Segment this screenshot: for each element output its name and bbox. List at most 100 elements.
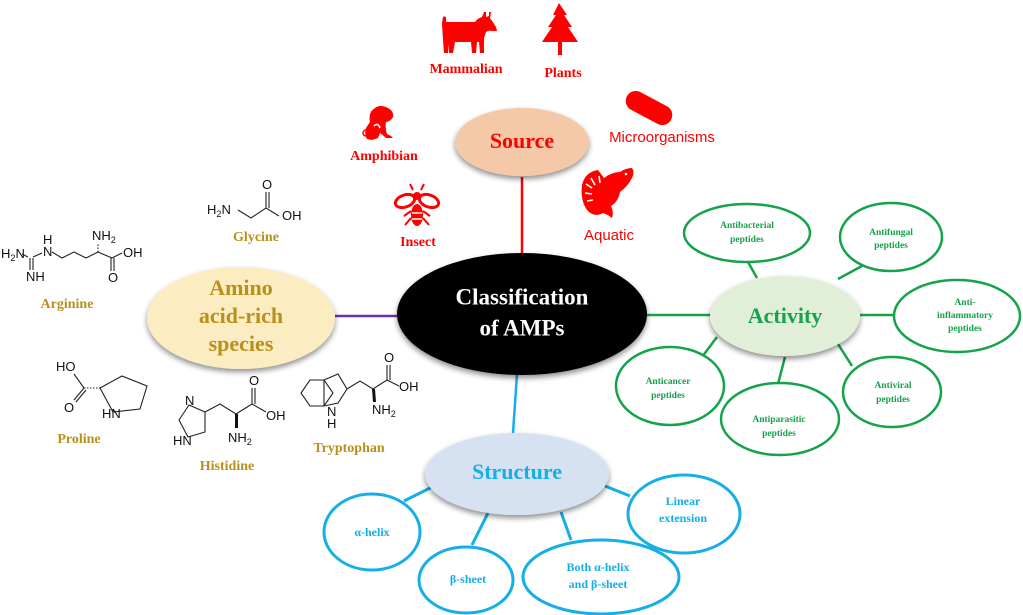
source-item-label: Microorganisms [609,129,715,146]
histidine-structure: N HN O OH NH2 [173,373,286,448]
activity-item-label: peptides [762,429,796,439]
activity-item-anticancer[interactable]: Anticancer peptides [614,345,726,427]
svg-text:H: H [43,232,52,247]
amino-items: H2N O OH Glycine H2N NH H N [1,177,419,474]
amino-item-label: Glycine [233,230,279,245]
link-antiparasitic [776,356,787,385]
svg-text:NH2: NH2 [92,228,116,245]
svg-text:O: O [64,400,74,415]
activity-item-antiviral[interactable]: Antiviral peptides [841,355,943,429]
activity-item-label: Anticancer [646,377,692,387]
source-item-aquatic: Aquatic [581,168,635,244]
bacterium-icon [625,90,673,126]
structure-item-alpha-helix[interactable]: α-helix [322,492,422,572]
svg-text:OH: OH [123,245,143,260]
amino-label-line2: acid-rich [199,303,283,328]
link-linear [604,484,631,498]
svg-text:OH: OH [282,208,302,223]
svg-text:H2N: H2N [207,202,231,219]
svg-text:HN: HN [173,433,192,448]
svg-text:NH2: NH2 [228,430,252,447]
activity-item-antibacterial[interactable]: Antibacterial peptides [682,202,812,264]
activity-item-antiparasitic[interactable]: Antiparasitic peptides [719,381,841,457]
center-title-line1: Classification [456,284,589,309]
link-both [559,511,573,541]
bee-icon [393,183,441,226]
svg-text:O: O [249,373,259,388]
source-node[interactable]: Source [455,108,589,176]
activity-item-label: peptides [730,235,764,245]
svg-text:HN: HN [102,406,121,421]
fish-icon [581,168,634,218]
source-item-plants: Plants [542,3,582,81]
link-antifungal [837,264,863,281]
activity-item-label: peptides [948,324,982,334]
amino-label-line1: Amino [209,275,273,300]
connectors [335,177,893,546]
structure-label: Structure [472,459,562,484]
link-anticancer [701,336,718,358]
amino-item-histidine: N HN O OH NH2 Histidine [173,373,286,474]
activity-items: Antibacterial peptides Antifungal peptid… [614,201,1022,457]
structure-item-linear[interactable]: Linear extension [626,473,742,555]
tree-icon [542,3,578,55]
activity-item-label: inflammatory [937,311,993,321]
source-item-label: Amphibian [350,149,418,164]
structure-item-both[interactable]: Both α-helix and β-sheet [521,538,681,615]
activity-item-label: peptides [651,391,685,401]
source-item-mammalian: Mammalian [429,12,503,77]
tryptophan-structure: N H O OH NH2 [300,350,419,431]
link-alpha-helix [403,485,433,503]
glycine-structure: H2N O OH [207,177,302,223]
structure-node[interactable]: Structure [425,433,609,515]
activity-node[interactable]: Activity [710,276,860,356]
source-item-label: Insect [400,235,436,250]
source-item-label: Aquatic [584,227,635,244]
structure-item-beta-sheet[interactable]: β-sheet [417,545,515,615]
amino-item-label: Histidine [200,459,254,474]
svg-text:OH: OH [266,408,286,423]
structure-item-label: and β-sheet [569,577,628,591]
source-item-label: Mammalian [429,62,502,77]
svg-text:NH2: NH2 [372,402,396,419]
link-structure [511,373,519,434]
cow-icon [442,12,497,53]
source-item-label: Plants [544,66,582,81]
amino-item-label: Arginine [41,297,94,312]
activity-item-label: Antifungal [869,228,913,238]
svg-text:N: N [185,393,194,408]
structure-item-label: Linear [666,494,701,508]
activity-item-antiinflammatory[interactable]: Anti- inflammatory peptides [892,278,1022,354]
svg-text:H2N: H2N [1,246,25,263]
source-item-microorganisms: Microorganisms [609,90,715,146]
svg-text:N: N [327,404,336,419]
svg-text:O: O [262,177,272,192]
amino-node[interactable]: Amino acid-rich species [147,267,335,369]
center-node[interactable]: Classification of AMPs [397,253,647,375]
link-antiviral [836,343,854,367]
activity-item-antifungal[interactable]: Antifungal peptides [838,201,944,273]
svg-text:NH: NH [26,269,45,284]
activity-item-label: Anti- [954,298,975,308]
activity-item-label: peptides [874,241,908,251]
amino-item-tryptophan: N H O OH NH2 Tryptophan [300,350,419,456]
amino-item-glycine: H2N O OH Glycine [207,177,302,245]
amino-item-label: Tryptophan [313,441,385,456]
structure-item-label: Both α-helix [566,560,629,574]
svg-text:O: O [384,350,394,365]
link-beta-sheet [470,512,490,546]
link-antibacterial [746,261,759,279]
svg-text:N: N [43,244,52,259]
amino-label-line3: species [209,331,274,356]
svg-text:O: O [108,270,118,285]
structure-items: α-helix β-sheet Both α-helix and β-sheet… [322,473,742,615]
amino-item-proline: HO O HN Proline [56,359,148,447]
svg-text:HO: HO [56,359,76,374]
amino-item-arginine: H2N NH H N NH2 OH O Arginine [1,228,143,312]
structure-item-label: extension [659,511,707,525]
center-title-line2: of AMPs [480,315,565,340]
activity-item-label: Antiparasitic [752,415,805,425]
activity-item-label: Antiviral [875,381,912,391]
activity-label: Activity [748,303,823,328]
